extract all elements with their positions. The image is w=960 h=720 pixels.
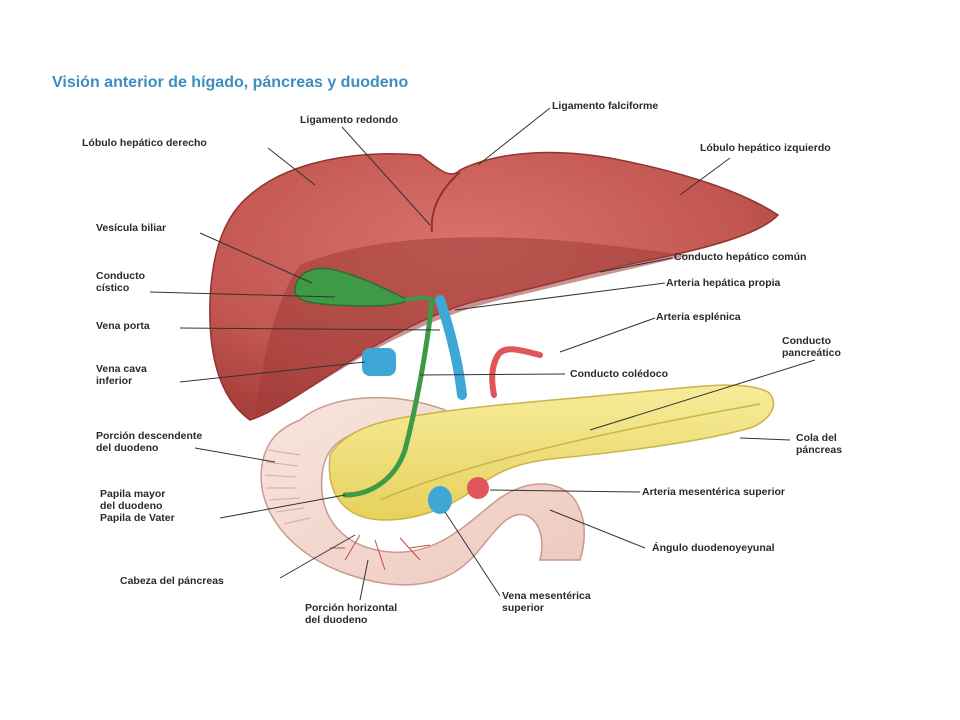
label-ligamento-redondo: Ligamento redondo xyxy=(300,114,398,126)
label-angulo-duodenoyeyunal: Ángulo duodenoyeyunal xyxy=(652,542,775,554)
pancreatic-duct xyxy=(379,403,761,501)
duodenal-folds xyxy=(264,449,311,525)
leader-lines xyxy=(149,107,816,601)
diagram-title: Visión anterior de hígado, páncreas y du… xyxy=(52,74,409,91)
inferior-vena-cava xyxy=(362,348,396,376)
label-porcion-horizontal: Porción horizontal del duodeno xyxy=(305,602,398,626)
common-bile-duct xyxy=(342,297,435,498)
label-conducto-hepatico-comun: Conducto hepático común xyxy=(674,251,807,263)
portal-vein xyxy=(435,295,467,400)
label-vesicula-biliar: Vesícula biliar xyxy=(96,222,167,234)
label-cola-pancreas: Cola del páncreas xyxy=(796,432,843,456)
label-ligamento-falciforme: Ligamento falciforme xyxy=(552,100,659,112)
superior-mesenteric-vein xyxy=(428,486,452,514)
label-lobulo-derecho: Lóbulo hepático derecho xyxy=(82,137,207,149)
label-lobulo-izquierdo: Lóbulo hepático izquierdo xyxy=(700,142,831,154)
label-vena-mesenterica-superior: Vena mesentérica superior xyxy=(502,590,591,614)
label-arteria-mesenterica-superior: Arteria mesentérica superior xyxy=(642,486,785,498)
superior-mesenteric-artery xyxy=(467,477,489,499)
cystic-duct xyxy=(404,295,436,302)
label-conducto-pancreatico: Conducto pancreático xyxy=(782,335,841,359)
label-papila-mayor: Papila mayor del duodeno Papila de Vater xyxy=(100,488,175,524)
label-vena-porta: Vena porta xyxy=(96,320,150,332)
label-conducto-coledoco: Conducto colédoco xyxy=(570,368,668,380)
label-arteria-hepatica-propia: Arteria hepática propia xyxy=(666,277,781,289)
liver-inferior-surface xyxy=(255,237,690,418)
label-vena-cava-inferior: Vena cava inferior xyxy=(96,363,147,387)
label-porcion-descendente: Porción descendente del duodeno xyxy=(96,430,203,454)
label-conducto-cistico: Conducto cístico xyxy=(96,270,145,294)
hepatic-artery xyxy=(489,346,543,398)
label-arteria-esplenica: Arteria esplénica xyxy=(656,311,741,323)
label-cabeza-pancreas: Cabeza del páncreas xyxy=(120,575,224,587)
falciform-ligament xyxy=(430,171,461,233)
